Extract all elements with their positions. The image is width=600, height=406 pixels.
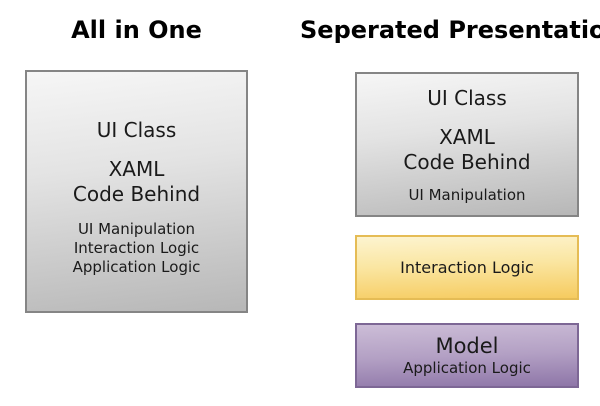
all-in-one-box-title: UI Class <box>96 118 177 142</box>
separated-presentation-title: Seperated Presentation <box>300 16 600 44</box>
model-box: Model Application Logic <box>355 323 579 388</box>
separated-ui-class-box-title: UI Class <box>427 86 507 110</box>
separated-ui-class-box-details: UI Manipulation <box>357 185 577 205</box>
separated-ui-class-box: UI Class XAML Code Behind UI Manipulatio… <box>355 72 579 217</box>
all-in-one-title: All in One <box>71 16 202 44</box>
all-in-one-detail-line: Application Logic <box>72 258 201 276</box>
interaction-logic-box: Interaction Logic <box>355 235 579 300</box>
separated-detail-line: UI Manipulation <box>408 186 526 204</box>
all-in-one-subtitle-line: XAML <box>108 157 165 181</box>
separated-ui-class-box-subtitle: XAML Code Behind <box>357 125 577 175</box>
separated-subtitle-line: XAML <box>439 125 495 149</box>
all-in-one-detail-line: UI Manipulation <box>77 220 196 238</box>
interaction-logic-label: Interaction Logic <box>400 258 534 277</box>
all-in-one-box-details: UI Manipulation Interaction Logic Applic… <box>27 220 246 277</box>
all-in-one-subtitle-line: Code Behind <box>72 182 201 206</box>
all-in-one-detail-line: Interaction Logic <box>73 239 200 257</box>
model-box-title: Model <box>435 334 499 358</box>
model-box-subtitle: Application Logic <box>403 359 531 377</box>
all-in-one-box: UI Class XAML Code Behind UI Manipulatio… <box>25 70 248 313</box>
all-in-one-box-subtitle: XAML Code Behind <box>27 157 246 207</box>
separated-subtitle-line: Code Behind <box>403 150 531 174</box>
